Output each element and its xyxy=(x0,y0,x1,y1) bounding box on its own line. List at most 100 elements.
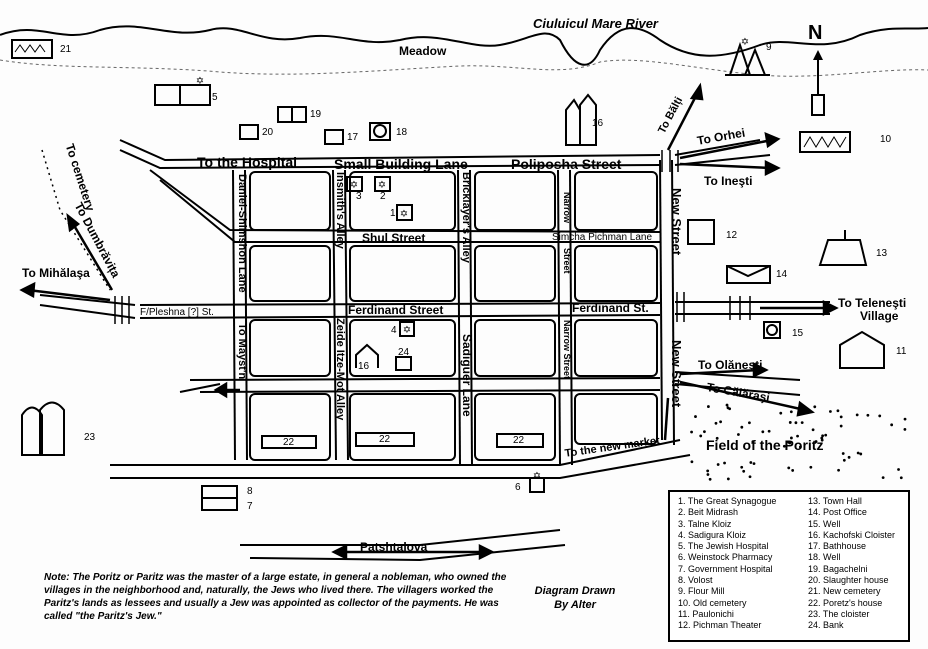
street-top xyxy=(119,139,661,162)
street-sadiguer: Sadiguer Lane xyxy=(460,334,474,417)
building-9-mill xyxy=(725,41,770,76)
street-narrow-3: Narrow Street xyxy=(562,320,572,380)
building-16-cloister xyxy=(565,93,597,146)
arrow-mihalasa xyxy=(27,288,111,302)
river-label: Ciuluicul Mare River xyxy=(533,16,658,31)
num-1: 1 xyxy=(390,208,396,219)
building-15 xyxy=(763,321,781,339)
legend-item: 1. The Great Synagogue xyxy=(678,496,777,506)
svg-text:✡: ✡ xyxy=(196,76,204,87)
num-15: 15 xyxy=(792,328,804,339)
building-22c xyxy=(496,433,544,448)
street-ferdinand: Ferdinand Street xyxy=(348,303,444,317)
street-new-1: New Street xyxy=(669,188,684,256)
legend-item: 9. Flour Mill xyxy=(678,586,725,597)
street-small-building: Small Building Lane xyxy=(334,156,468,172)
num-24: 24 xyxy=(398,347,410,358)
dest-telenesti-1: To Teleneşti xyxy=(838,296,907,310)
num-10: 10 xyxy=(880,134,892,145)
building-10 xyxy=(799,131,851,153)
legend-item: 24. Bank xyxy=(808,620,844,631)
svg-text:✡: ✡ xyxy=(350,180,358,191)
building-14 xyxy=(726,265,771,284)
num-3: 3 xyxy=(356,191,362,202)
legend-item: 5. The Jewish Hospital xyxy=(678,541,769,552)
field-dots xyxy=(690,403,907,481)
legend-item: 12. Pichman Theater xyxy=(678,620,762,631)
legend-item: 16. Kachofski Cloister xyxy=(808,529,896,540)
dest-olanesti: To Olăneşti xyxy=(698,358,763,372)
num-5: 5 xyxy=(212,92,218,103)
credit: Diagram Drawn By Alter xyxy=(530,584,620,612)
num-18: 18 xyxy=(396,127,408,138)
street-simcha: Simcha Pichman Lane xyxy=(552,232,653,243)
credit-line-2: By Alter xyxy=(554,599,596,611)
legend-item: 13. Town Hall xyxy=(808,496,862,506)
street-shul: Shul Street xyxy=(362,231,426,245)
synagogue-2 xyxy=(374,176,391,192)
legend-item: 6. Weinstock Pharmacy xyxy=(678,552,773,563)
num-22b: 22 xyxy=(379,434,391,445)
num-21: 21 xyxy=(60,44,72,55)
num-7: 7 xyxy=(247,501,253,512)
num-23: 23 xyxy=(84,432,96,443)
building-11 xyxy=(839,330,885,369)
legend-item: 23. The cloister xyxy=(808,608,870,619)
legend-item: 10. Old cemetery xyxy=(678,597,747,608)
num-17: 17 xyxy=(347,132,359,143)
svg-text:✡: ✡ xyxy=(400,209,408,220)
arrow-inesti xyxy=(679,162,773,170)
note-text: Note: The Poritz or Paritz was the maste… xyxy=(44,572,507,622)
building-18 xyxy=(369,122,391,141)
legend-item: 22. Poretz's house xyxy=(808,597,883,608)
legend-item: 21. New cemetery xyxy=(808,586,881,597)
street-bricklayer: Bricklayer's Alley xyxy=(460,172,472,263)
credit-line-1: Diagram Drawn xyxy=(534,585,616,597)
synagogue-1 xyxy=(396,204,413,221)
legend-item: 20. Slaughter house xyxy=(808,575,889,586)
meadow-label: Meadow xyxy=(399,44,447,58)
svg-text:✡: ✡ xyxy=(378,180,386,191)
legend-item: 14. Post Office xyxy=(808,507,867,518)
num-22c: 22 xyxy=(513,435,525,446)
building-12 xyxy=(687,219,715,245)
svg-text:✡: ✡ xyxy=(403,325,411,336)
legend-item: 18. Well xyxy=(808,552,841,563)
building-6 xyxy=(529,477,545,493)
legend-item: 8. Volost xyxy=(678,575,713,586)
legend-item: 15. Well xyxy=(808,518,841,529)
num-19: 19 xyxy=(310,109,322,120)
building-13 xyxy=(818,230,868,266)
num-12: 12 xyxy=(726,230,738,241)
building-17 xyxy=(324,129,344,145)
legend-item: 7. Government Hospital xyxy=(678,563,773,574)
building-5 xyxy=(154,84,211,106)
street-hospital: To the Hospital xyxy=(197,154,298,170)
street-ferdinand-st: Ferdinand St. xyxy=(572,301,649,315)
num-4: 4 xyxy=(391,325,397,336)
arrow-olanesti xyxy=(679,368,761,376)
street-daniel: Daniel-Shimshon Lane xyxy=(236,174,248,293)
field-label: Field of the Poritz xyxy=(706,437,824,453)
legend-item: 17. Bathhouse xyxy=(808,541,867,552)
dest-mihalasa: To Mihălaşa xyxy=(22,266,90,280)
street-new-2: New Street xyxy=(669,340,684,408)
arrow-calarasi xyxy=(679,380,806,412)
north-label: N xyxy=(808,22,823,44)
building-21 xyxy=(11,39,53,59)
num-16a: 16 xyxy=(592,118,604,129)
legend-item: 19. Bagachelni xyxy=(808,563,868,574)
legend-item: 11. Paulonichi xyxy=(678,608,734,619)
street-narrow-1: Narrow xyxy=(562,192,572,224)
num-11: 11 xyxy=(896,346,907,357)
legend-item: 3. Talne Kloiz xyxy=(678,518,732,529)
building-23 xyxy=(21,401,65,456)
building-16-house xyxy=(355,343,379,368)
num-6: 6 xyxy=(515,482,521,493)
street-poliposha: Poliposha Street xyxy=(511,156,622,172)
svg-text:✡: ✡ xyxy=(741,37,749,48)
street-insmith: Insmith's Alley xyxy=(334,172,346,249)
